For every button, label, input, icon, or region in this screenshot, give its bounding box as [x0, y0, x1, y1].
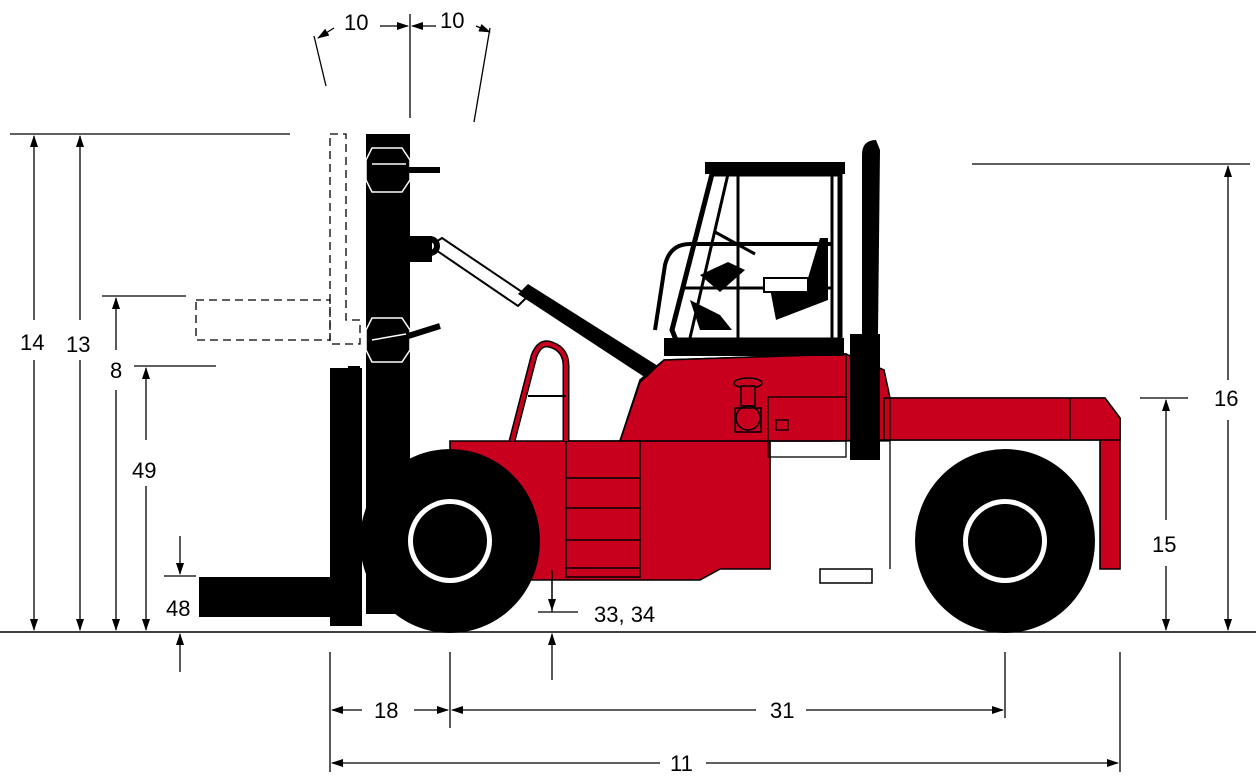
label-ground-clearance: 33, 34	[594, 602, 655, 627]
dimension-lines	[10, 14, 1250, 772]
label-wheelbase: 31	[770, 698, 794, 723]
fork-raised-outline	[195, 133, 361, 345]
exhaust-stack	[850, 140, 880, 460]
operator-cab	[653, 162, 845, 356]
label-overall-length: 11	[670, 751, 693, 776]
label-overall-mast-height: 14	[20, 330, 44, 355]
label-fork-height: 49	[132, 458, 156, 483]
label-cab-height: 16	[1214, 386, 1238, 411]
forklift-truck	[195, 133, 1121, 633]
tilt-cylinder	[420, 236, 658, 378]
rear-wheel	[915, 449, 1095, 633]
hatch-handle	[775, 419, 789, 431]
hatch-panel	[767, 396, 847, 458]
fuel-filler	[733, 377, 763, 433]
label-tilt-forward: 10	[440, 8, 464, 33]
label-fork-thickness: 48	[166, 596, 190, 621]
front-wheel	[360, 449, 540, 633]
label-tilt-back: 10	[344, 10, 368, 35]
engine-hood	[883, 397, 1121, 441]
label-free-lift-height: 8	[110, 358, 122, 383]
fork-lowered	[199, 577, 335, 617]
under-step	[819, 568, 873, 584]
label-mast-height-lowered: 13	[66, 332, 90, 357]
label-front-overhang: 18	[374, 698, 398, 723]
grab-handle	[508, 340, 570, 442]
label-seat-height: 15	[1152, 532, 1176, 557]
access-steps	[565, 440, 641, 578]
